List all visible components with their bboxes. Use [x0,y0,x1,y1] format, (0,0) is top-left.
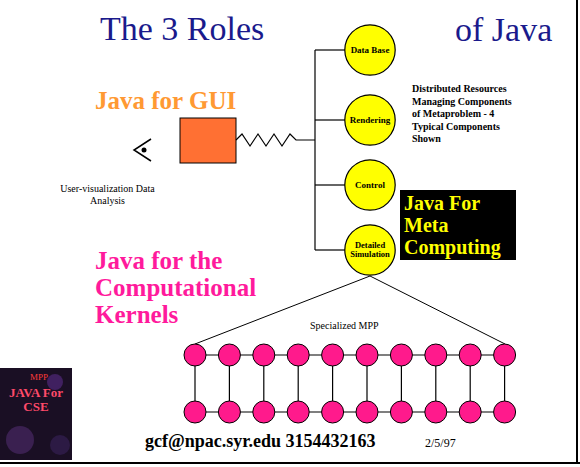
gui-box [180,118,236,163]
mpp-link [195,354,505,355]
circle-shape [345,225,395,275]
logo-image [0,368,72,460]
caption-note: User-visualization Data Analysis [45,183,170,207]
zigzag-link [236,134,315,146]
component-label: Detailed Simulation [346,241,394,260]
slide-title: of Java [455,10,552,49]
contact-text: gcf@npac.syr.edu 3154432163 [145,431,376,452]
mpp-processor [218,401,240,423]
logo-spot [50,435,70,455]
mpp-processor [218,344,240,366]
mpp-grid [184,344,516,423]
component-circle: Data Base [344,24,396,76]
circle-shape [345,95,395,145]
mpp-processor [425,401,447,423]
slide-title: The 3 Roles [100,10,264,48]
mpp-processor [322,344,344,366]
mpp-processor [390,344,412,366]
circle-shape [345,160,395,210]
bus-stub [315,184,345,185]
bus-stub [315,49,345,50]
component-label: Data Base [351,45,390,55]
mpp-processor [253,401,275,423]
mpp-processor [459,401,481,423]
highlight-box: Java For Meta Computing [400,190,516,260]
role-heading: Java for the Computational Kernels [95,247,300,328]
eye-pupil [142,148,147,153]
role-heading: Java for GUI [95,86,236,115]
mpp-processor [253,344,275,366]
mpp-processor [184,344,206,366]
mpp-processor [390,401,412,423]
logo-text: JAVA For CSE [6,386,66,414]
role-heading: Java For Meta Computing [404,192,512,258]
mpp-processor [287,401,309,423]
mpp-processor [184,401,206,423]
frame-line [0,462,580,464]
fan-line [370,276,505,344]
mpp-processor [494,344,516,366]
bus-stub [315,119,345,120]
mpp-processor [356,344,378,366]
component-label: Control [355,180,385,190]
logo-text: MPP [30,372,48,382]
date-text: 2/5/97 [425,436,456,450]
mpp-processor [356,401,378,423]
component-circle: Control [344,159,396,211]
component-label: Rendering [350,115,391,125]
circle-shape [345,25,395,75]
mpp-processor [494,401,516,423]
group-label: Specialized MPP [310,320,379,332]
component-circle: Detailed Simulation [344,224,396,276]
bus-stub [315,249,345,250]
bus-line [314,50,315,250]
description-note: Distributed Resources Managing Component… [412,83,512,146]
mpp-processor [287,344,309,366]
mpp-processor [322,401,344,423]
mpp-link [195,411,505,412]
logo-spot [6,426,34,454]
frame-line [576,0,578,463]
mpp-processor [425,344,447,366]
eye-symbol [134,139,151,161]
component-circle: Rendering [344,94,396,146]
mpp-processor [459,344,481,366]
